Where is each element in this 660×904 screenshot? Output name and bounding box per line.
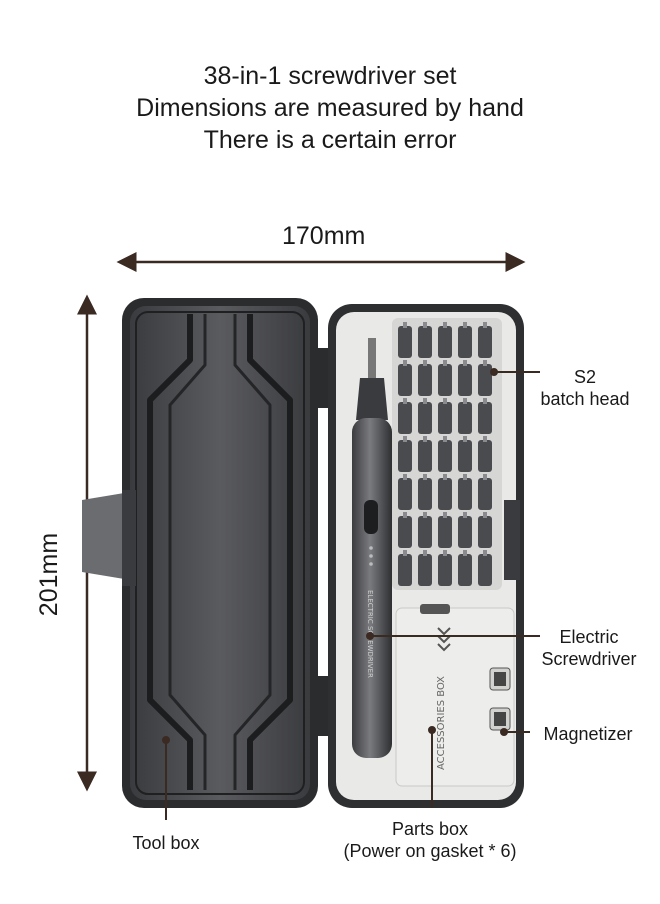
- callout-tool-box: Tool box: [132, 833, 200, 853]
- tool-box-lid: [82, 298, 330, 808]
- bit: [418, 554, 432, 586]
- bit-tip: [403, 512, 407, 518]
- bit: [478, 326, 492, 358]
- bit: [418, 364, 432, 396]
- bit-tip: [483, 550, 487, 556]
- title-line-3: There is a certain error: [203, 126, 457, 154]
- bit-tip: [403, 436, 407, 442]
- bit: [398, 478, 412, 510]
- bit-tip: [403, 398, 407, 404]
- bit-tip: [463, 550, 467, 556]
- bit: [478, 516, 492, 548]
- bit: [418, 516, 432, 548]
- callout-electric-line-2: Screwdriver: [541, 649, 637, 669]
- bit-tip: [443, 436, 447, 442]
- bit-tip: [463, 436, 467, 442]
- width-dimension-label: 170mm: [282, 222, 366, 250]
- bit-tip: [463, 474, 467, 480]
- callout-s2-line-1: S2: [573, 367, 597, 387]
- bit-tip: [443, 398, 447, 404]
- bit-tip: [423, 322, 427, 328]
- parts-box-print: ACCESSORIES BOX: [436, 676, 447, 770]
- bit: [398, 402, 412, 434]
- bit: [478, 554, 492, 586]
- callout-electric-screwdriver: Electric Screwdriver: [528, 626, 650, 670]
- bit-tip: [463, 322, 467, 328]
- bit-tip: [403, 322, 407, 328]
- bit: [398, 516, 412, 548]
- bit-tip: [443, 360, 447, 366]
- callout-electric-line-1: Electric: [559, 627, 619, 647]
- bit-tip: [483, 398, 487, 404]
- bit: [438, 478, 452, 510]
- bit-tip: [443, 474, 447, 480]
- bit: [458, 440, 472, 472]
- bit: [478, 478, 492, 510]
- bit-tip: [443, 512, 447, 518]
- bit-tip: [423, 550, 427, 556]
- bit: [438, 326, 452, 358]
- bit: [418, 478, 432, 510]
- bit: [458, 554, 472, 586]
- bit-tip: [463, 512, 467, 518]
- bit-tip: [483, 436, 487, 442]
- bit-tip: [463, 360, 467, 366]
- bit: [438, 364, 452, 396]
- bit-tip: [463, 398, 467, 404]
- magnetizer: [489, 667, 511, 731]
- bit: [438, 402, 452, 434]
- bit: [458, 364, 472, 396]
- bit-tip: [423, 512, 427, 518]
- bit: [418, 440, 432, 472]
- bit: [418, 402, 432, 434]
- bit-tip: [403, 550, 407, 556]
- bit: [398, 326, 412, 358]
- bit: [438, 516, 452, 548]
- bit-tip: [483, 322, 487, 328]
- bit-tip: [443, 322, 447, 328]
- bit: [458, 516, 472, 548]
- title-line-1: 38-in-1 screwdriver set: [203, 62, 457, 90]
- bit: [398, 364, 412, 396]
- bit: [458, 402, 472, 434]
- bit: [478, 440, 492, 472]
- bit: [458, 478, 472, 510]
- bit-tip: [443, 550, 447, 556]
- bit: [398, 554, 412, 586]
- callout-s2-bits: S2 batch head: [530, 366, 640, 410]
- bit-tip: [423, 474, 427, 480]
- bit: [478, 402, 492, 434]
- bit-tip: [423, 398, 427, 404]
- bit-tip: [483, 474, 487, 480]
- callout-parts-box: Parts box (Power on gasket * 6): [326, 818, 534, 862]
- height-dimension-label: 201mm: [35, 532, 64, 617]
- bit: [478, 364, 492, 396]
- page-title: 38-in-1 screwdriver set Dimensions are m…: [0, 60, 660, 156]
- callout-lines: [162, 368, 540, 820]
- callout-magnetizer: Magnetizer: [543, 724, 633, 744]
- bit-tip: [423, 360, 427, 366]
- callout-s2-line-2: batch head: [540, 389, 630, 409]
- callout-parts-line-1: Parts box: [391, 819, 469, 839]
- bit-tip: [423, 436, 427, 442]
- bit-tip: [403, 360, 407, 366]
- callout-parts-line-2: (Power on gasket * 6): [343, 841, 517, 861]
- bit-tip: [483, 512, 487, 518]
- bit: [418, 326, 432, 358]
- s2-bit-grid: [398, 322, 492, 586]
- electric-screwdriver: ELECTRIC SCREWDRIVER: [352, 338, 392, 758]
- bit-tip: [483, 360, 487, 366]
- bit-tip: [403, 474, 407, 480]
- title-line-2: Dimensions are measured by hand: [136, 94, 524, 122]
- bit: [398, 440, 412, 472]
- bit: [438, 554, 452, 586]
- bit: [458, 326, 472, 358]
- bit: [438, 440, 452, 472]
- parts-box: ACCESSORIES BOX: [395, 604, 515, 787]
